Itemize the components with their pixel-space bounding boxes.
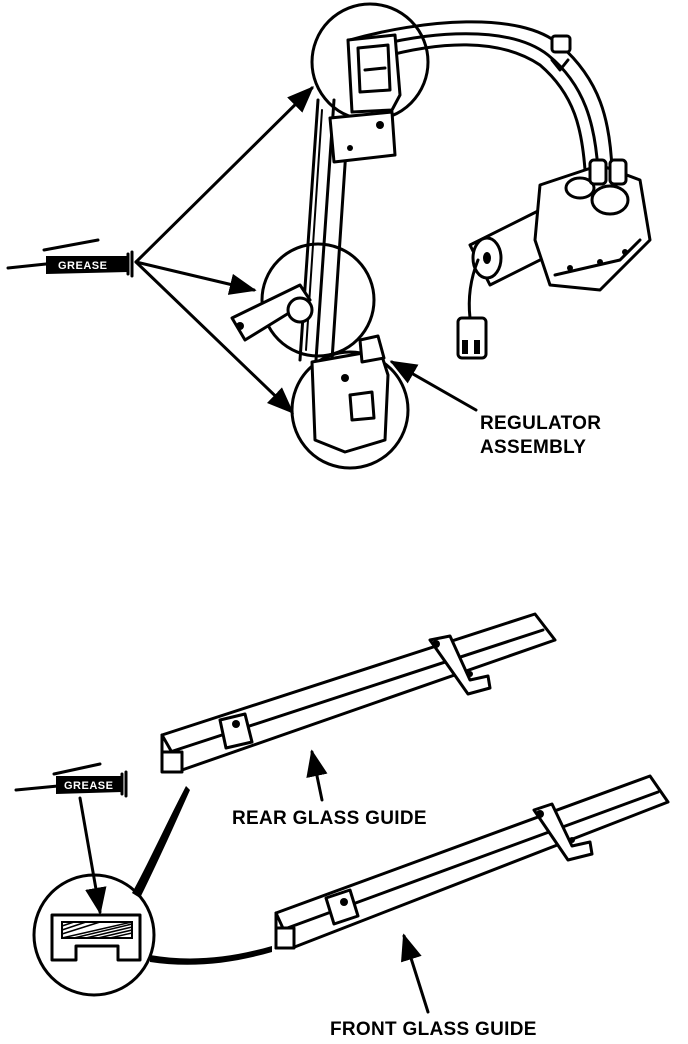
regulator-assembly-label-line2: ASSEMBLY [480,437,587,458]
regulator-assembly-drawing [230,2,652,470]
middle-lubrication-point-circle [260,242,376,358]
grease-label-bottom: GREASE [64,780,113,792]
grease-tube-bottom: GREASE [14,762,128,915]
grease-tube-top: GREASE [6,238,134,278]
rear-glass-guide-drawing [160,612,557,802]
window-motor [456,158,652,360]
front-glass-guide-label: FRONT GLASS GUIDE [330,1019,537,1040]
rear-glass-guide-label: REAR GLASS GUIDE [232,808,427,829]
front-glass-guide-drawing [274,774,670,1014]
grease-label-top: GREASE [58,260,107,272]
regulator-assembly-label-line1: REGULATOR [480,413,602,434]
